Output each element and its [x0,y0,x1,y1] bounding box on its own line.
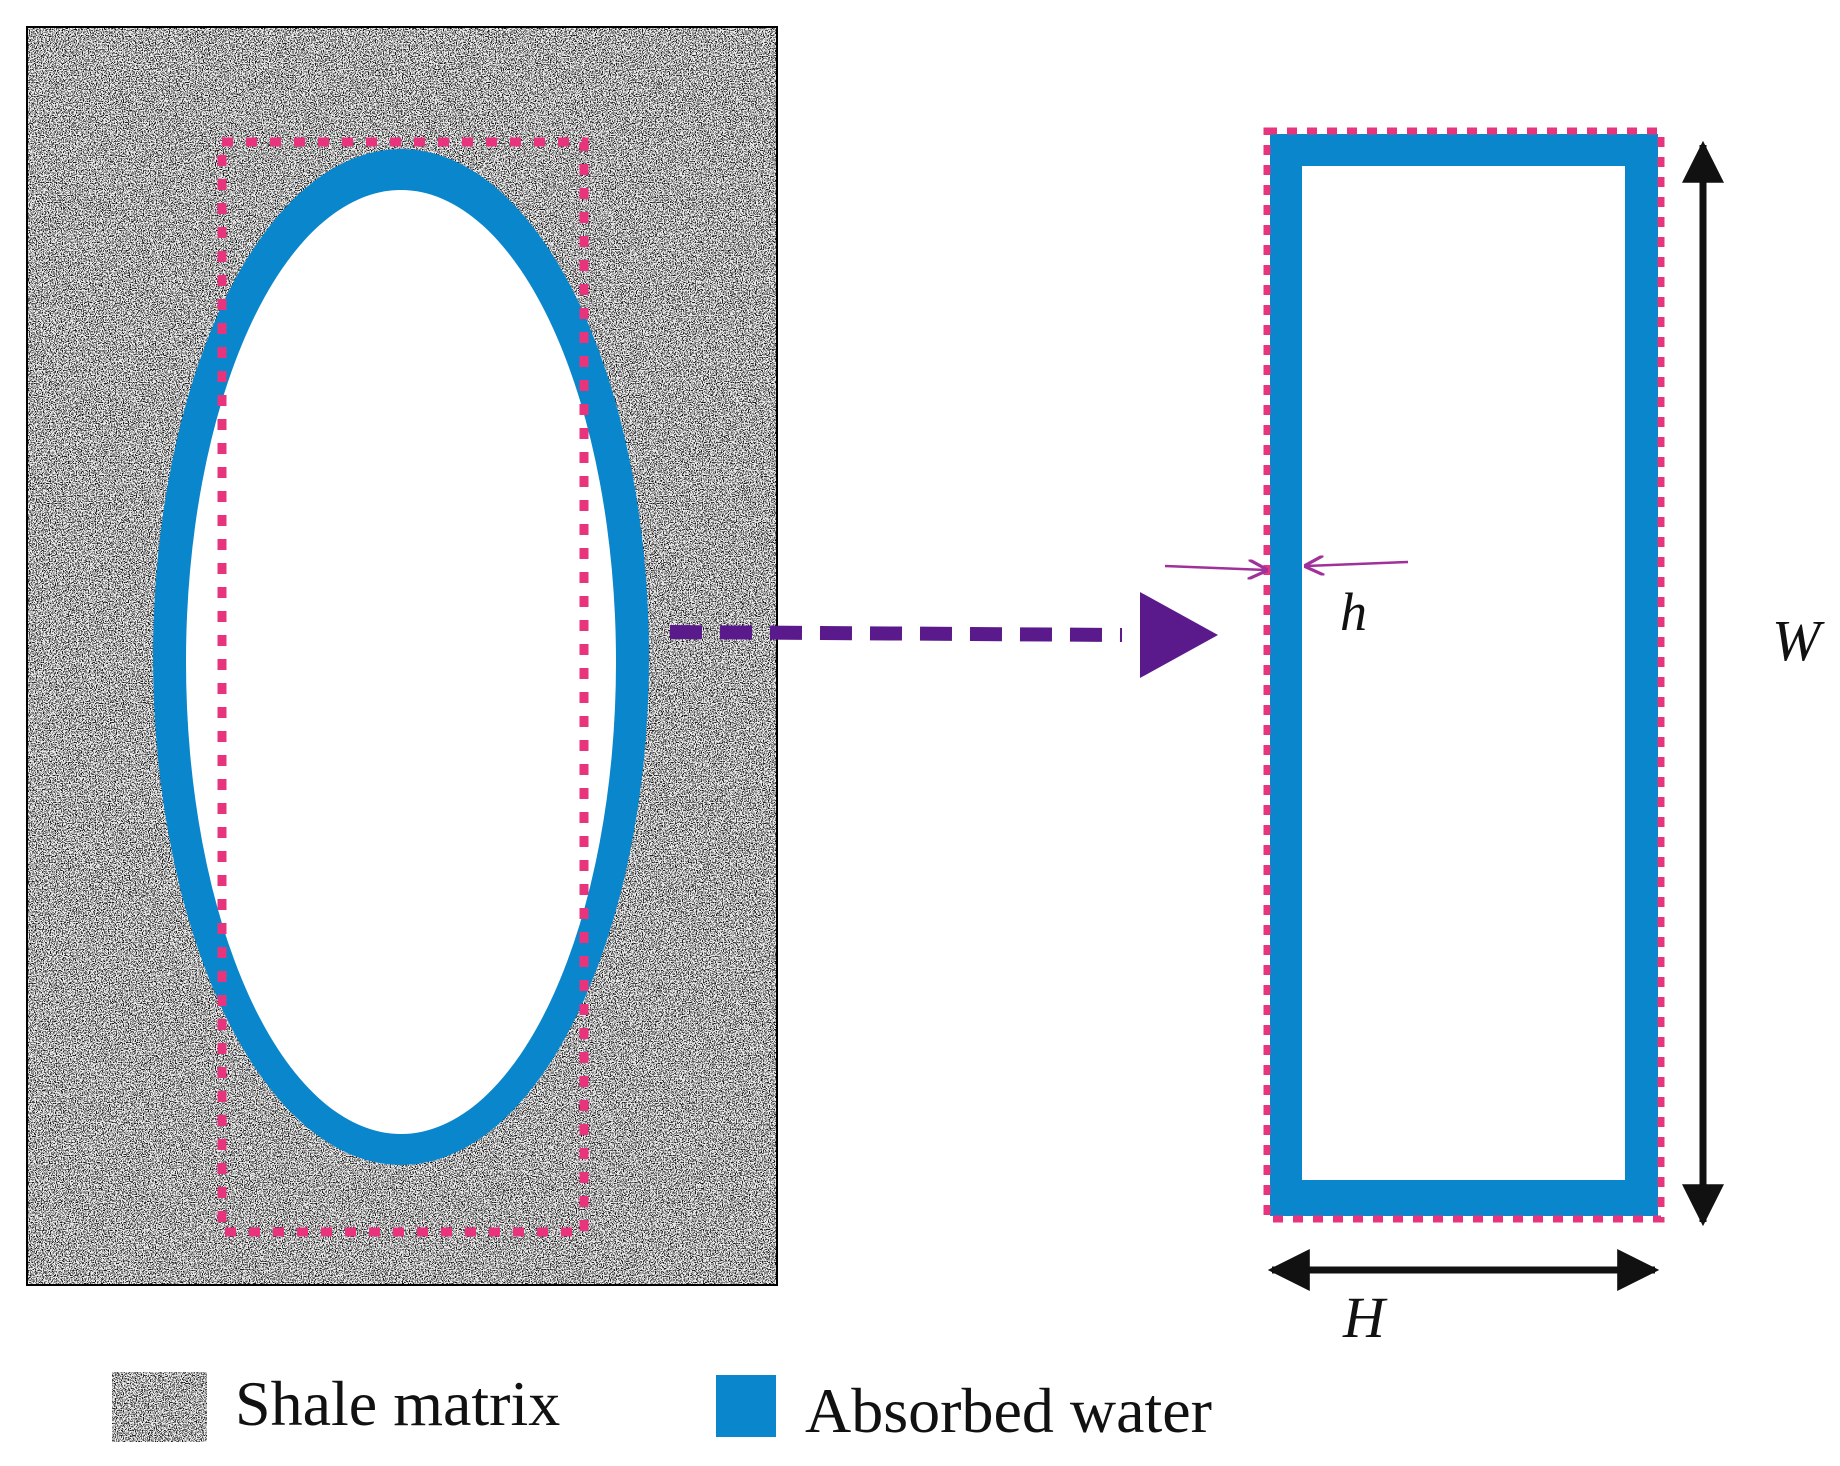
elliptical-pore [153,149,649,1165]
rectangular-pore-model [1263,127,1665,1223]
legend-water-label: Absorbed water [805,1375,1212,1446]
legend-shale-swatch [112,1372,207,1442]
h-label: h [1340,582,1367,642]
legend-water-swatch [716,1375,776,1437]
equivalent-rectangle-outline [217,137,589,1237]
H-label: H [1342,1285,1388,1350]
h-thickness-marker [1164,562,1409,570]
legend: Shale matrix Absorbed water [112,1368,1212,1446]
transfer-arrow [669,592,1218,678]
rectangular-pore-space [1302,166,1625,1180]
w-label: W [1772,608,1825,673]
legend-shale-label: Shale matrix [235,1368,560,1439]
pore-space [186,190,616,1134]
rectangle-dotted-outline [1263,127,1665,1223]
